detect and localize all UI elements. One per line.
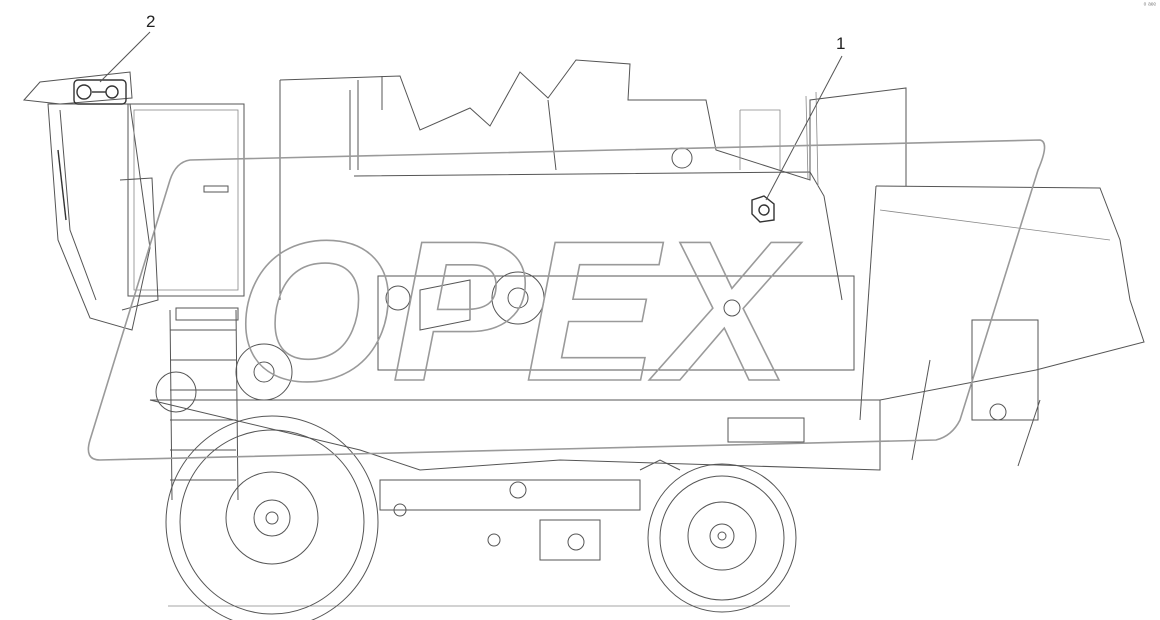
- rear-housing: [859, 185, 1145, 467]
- component-1: [751, 195, 775, 223]
- undercarriage: [379, 459, 681, 561]
- front-wheel: [165, 415, 379, 620]
- cab: [22, 71, 245, 331]
- threshing-body: [149, 271, 881, 471]
- corner-mark: ᵒ ᵃᵉᵉ: [1143, 2, 1156, 9]
- watermark-shape: [87, 139, 1046, 461]
- callout-label-1: 1: [836, 34, 846, 53]
- component-2: [73, 79, 127, 105]
- rear-wheel: [647, 463, 797, 613]
- access-ladder: [169, 307, 239, 501]
- callout-leaders: [99, 31, 843, 201]
- callout-label-2: 2: [146, 12, 156, 31]
- feeder-drum: [155, 343, 293, 413]
- grain-tank: [279, 59, 907, 301]
- watermark-text: OPEX: [236, 200, 802, 423]
